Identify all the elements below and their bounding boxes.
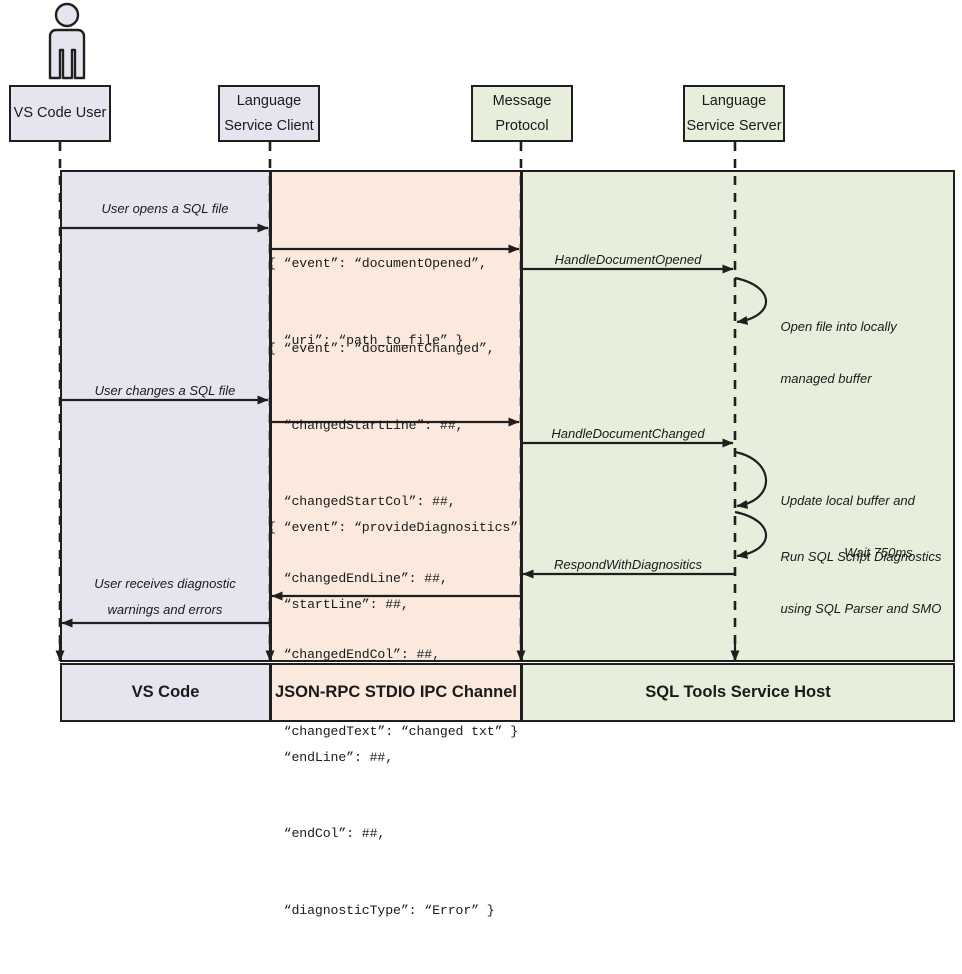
footer-ipc-channel[interactable]: JSON-RPC STDIO IPC Channel — [270, 663, 522, 722]
participant-label-line1: Language — [236, 92, 302, 109]
note-line1: Update local buffer and — [780, 493, 915, 508]
participant-header-language-service-client[interactable]: Language Service Client — [218, 85, 320, 142]
json-line: “changedStartCol”: ##, — [268, 494, 456, 509]
participant-label-line1: Message — [492, 92, 552, 109]
swimlane-vs-code — [60, 170, 271, 662]
json-line: { “event”: “documentOpened”, — [268, 256, 487, 271]
note-line1: Open file into locally — [780, 319, 897, 334]
participant-label-line2: Service Client — [224, 118, 314, 134]
participant-header-vs-code-user[interactable]: VS Code User — [9, 85, 111, 142]
participant-header-language-service-server[interactable]: Language Service Server — [683, 85, 785, 142]
footer-vs-code[interactable]: VS Code — [60, 663, 271, 722]
label-user-changes-sql-file: User changes a SQL file — [94, 383, 236, 398]
diagram-vectors — [55, 142, 768, 662]
json-line: “endLine”: ##, — [268, 749, 394, 765]
selfloop-open-file — [734, 276, 767, 325]
json-line: “changedStartLine”: ##, — [268, 417, 464, 433]
json-line: “uri”: “path_to_file” } — [268, 332, 464, 348]
note-run-diagnostics: Run SQL Script Diagnostics using SQL Par… — [766, 518, 962, 648]
label-line2: warnings and errors — [107, 602, 223, 617]
label-user-receives-diagnostics: User receives diagnostic warnings and er… — [60, 571, 270, 623]
note-open-file: Open file into locally managed buffer — [766, 288, 962, 418]
json-line: { “event”: “provideDiagnositics”, — [268, 520, 526, 535]
participant-header-message-protocol[interactable]: Message Protocol — [471, 85, 573, 142]
note-line2: using SQL Parser and SMO — [780, 601, 942, 616]
json-line: { “event”: “documentChanged”, — [268, 341, 495, 356]
label-handle-document-opened: HandleDocumentOpened — [554, 252, 702, 267]
selfloop-run-diagnostics — [734, 510, 767, 559]
json-line: “startLine”: ##, — [268, 596, 409, 612]
participant-label-line1: Language — [701, 92, 767, 109]
vs-code-user-actor-icon — [36, 2, 98, 80]
json-document-opened-payload: { “event”: “documentOpened”, “uri”: “pat… — [268, 200, 487, 404]
label-handle-document-changed: HandleDocumentChanged — [551, 426, 705, 441]
selfloop-update-buffer — [734, 450, 768, 509]
sequence-diagram: VS Code User Language Service Client Mes… — [9, 2, 962, 918]
json-line: “changedEndCol”: ##, — [268, 647, 440, 662]
note-line2: managed buffer — [780, 371, 872, 386]
participant-label-line1: VS Code User — [13, 105, 107, 122]
note-update-buffer: Update local buffer and Wait 750ms — [766, 462, 962, 592]
note-line1: Run SQL Script Diagnostics — [780, 549, 942, 564]
label-user-opens-sql-file: User opens a SQL file — [101, 201, 229, 216]
note-line2: Wait 750ms — [844, 545, 913, 560]
label-line1: User receives diagnostic — [94, 576, 236, 591]
label-respond-with-diagnositics: RespondWithDiagnositics — [553, 557, 702, 572]
json-line: “changedEndLine”: ##, — [268, 570, 448, 586]
swimlane-ipc-channel — [270, 170, 522, 662]
json-line: “endCol”: ##, — [268, 826, 386, 841]
footer-service-host[interactable]: SQL Tools Service Host — [521, 663, 955, 722]
participant-label-line2: Service Server — [686, 118, 782, 134]
participant-label-line2: Protocol — [495, 118, 549, 134]
json-line: “diagnosticType”: “Error” } — [268, 902, 495, 918]
